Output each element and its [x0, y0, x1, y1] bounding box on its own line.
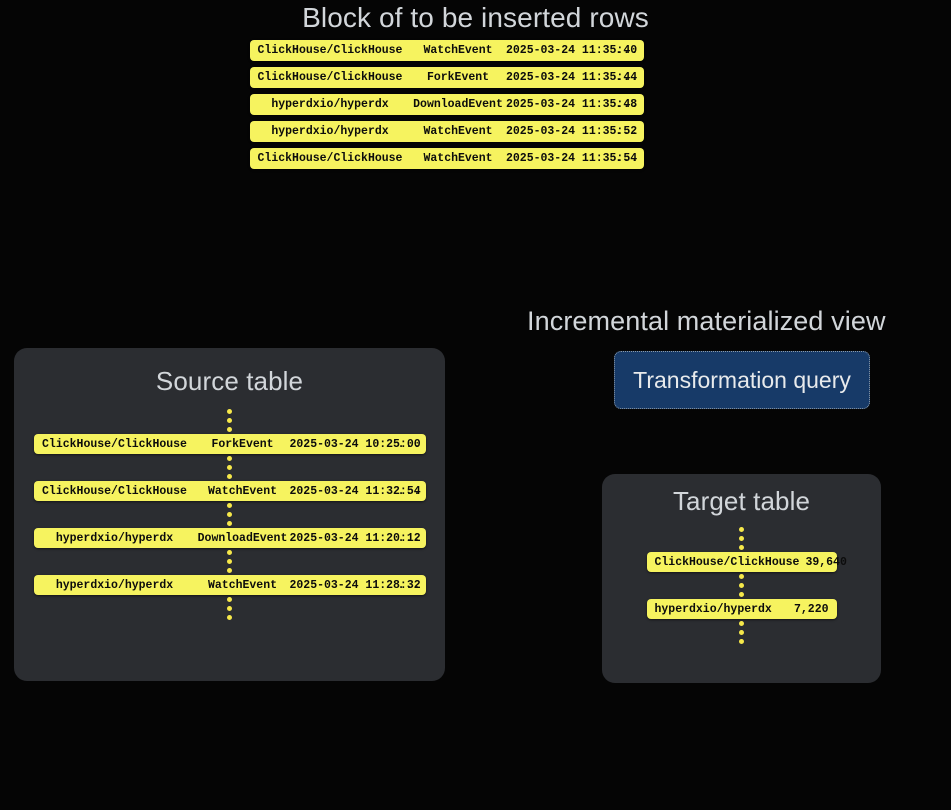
dot — [739, 621, 744, 626]
block-title: Block of to be inserted rows — [302, 2, 649, 33]
table-row: ClickHouse/ClickHouse WatchEvent 2025-03-2… — [250, 40, 644, 61]
row-repo: ClickHouse/ClickHouse — [654, 555, 800, 569]
row-event: DownloadEvent — [197, 531, 288, 545]
dot — [227, 418, 232, 423]
row-more: ... — [397, 531, 422, 545]
row-ellipsis-dots — [739, 572, 744, 599]
dot — [739, 574, 744, 579]
dot — [739, 536, 744, 541]
row-timestamp: 2025-03-24 11:35:54 — [506, 152, 638, 165]
row-event: WatchEvent — [207, 484, 277, 498]
row-ellipsis-dots — [227, 407, 232, 434]
row-ellipsis-dots — [739, 619, 744, 646]
table-row: ClickHouse/ClickHouse 39,640 — [646, 552, 847, 572]
row-more: ... — [397, 437, 422, 451]
row-count: 7,220 — [793, 602, 829, 616]
dot — [227, 456, 232, 461]
row-repo: ClickHouse/ClickHouse — [257, 71, 403, 84]
row-more: ... — [615, 125, 639, 138]
row-more: ... — [615, 98, 639, 111]
target-table-panel: Target table ClickHouse/ClickHouse 39,640… — [602, 474, 881, 683]
dot — [227, 559, 232, 564]
dot — [739, 630, 744, 635]
source-table-title: Source table — [155, 366, 304, 396]
row-timestamp: 2025-03-24 11:35:44 — [506, 71, 638, 84]
row-ellipsis-dots — [227, 548, 232, 575]
row-more: ... — [397, 484, 422, 498]
dot — [227, 474, 232, 479]
row-repo: ClickHouse/ClickHouse — [42, 437, 187, 451]
transformation-query-box[interactable]: Transformation query — [614, 351, 870, 409]
row-more: ... — [615, 152, 639, 165]
target-table-rows: ClickHouse/ClickHouse 39,640 hyperdxio/hyp… — [602, 525, 881, 646]
row-timestamp: 2025-03-24 11:20:12 — [289, 531, 421, 545]
table-row: ClickHouse/ClickHouse ForkEvent 2025-03-24… — [33, 434, 426, 454]
row-ellipsis-dots — [739, 525, 744, 552]
row-more: ... — [615, 71, 639, 84]
row-ellipsis-dots — [227, 501, 232, 528]
row-event: WatchEvent — [423, 152, 493, 165]
dot — [227, 503, 232, 508]
row-timestamp: 2025-03-24 11:28:32 — [289, 578, 421, 592]
target-table-title: Target table — [672, 486, 811, 516]
dot — [227, 427, 232, 432]
source-table-panel: Source table ClickHouse/ClickHouse ForkEv… — [14, 348, 445, 681]
row-ellipsis-dots — [227, 454, 232, 481]
dot — [739, 592, 744, 597]
dot — [227, 568, 232, 573]
row-timestamp: 2025-03-24 10:25:00 — [289, 437, 421, 451]
row-event: WatchEvent — [207, 578, 277, 592]
row-timestamp: 2025-03-24 11:35:48 — [506, 98, 638, 111]
dot — [227, 597, 232, 602]
dot — [227, 521, 232, 526]
materialized-view-title: Incremental materialized view — [527, 306, 886, 336]
row-repo: ClickHouse/ClickHouse — [257, 44, 403, 57]
row-more: ... — [397, 578, 422, 592]
dot — [739, 527, 744, 532]
table-row: hyperdxio/hyperdx 7,220 — [646, 599, 837, 619]
row-ellipsis-dots — [227, 595, 232, 622]
table-row: ClickHouse/ClickHouse ForkEvent 2025-03-24… — [250, 67, 644, 88]
row-repo: hyperdxio/hyperdx — [271, 125, 389, 138]
row-more: ... — [615, 44, 639, 57]
table-row: ClickHouse/ClickHouse WatchEvent 2025-03-2… — [33, 481, 426, 501]
table-row: ClickHouse/ClickHouse WatchEvent 2025-03-2… — [250, 148, 644, 169]
row-count: 39,640 — [805, 555, 847, 569]
dot — [227, 409, 232, 414]
row-event: WatchEvent — [423, 44, 493, 57]
dot — [227, 606, 232, 611]
transformation-query-label: Transformation query — [633, 366, 851, 393]
dot — [227, 465, 232, 470]
row-event: ForkEvent — [211, 437, 274, 451]
row-timestamp: 2025-03-24 11:32:54 — [289, 484, 421, 498]
row-timestamp: 2025-03-24 11:35:52 — [506, 125, 638, 138]
dot — [227, 615, 232, 620]
row-repo: hyperdxio/hyperdx — [55, 578, 174, 592]
row-repo: hyperdxio/hyperdx — [271, 98, 389, 111]
source-table-rows: ClickHouse/ClickHouse ForkEvent 2025-03-24… — [14, 407, 445, 622]
row-timestamp: 2025-03-24 11:35:40 — [506, 44, 638, 57]
row-event: WatchEvent — [423, 125, 493, 138]
row-event: DownloadEvent — [413, 98, 503, 111]
dot — [739, 639, 744, 644]
row-repo: ClickHouse/ClickHouse — [42, 484, 187, 498]
dot — [227, 550, 232, 555]
row-repo: ClickHouse/ClickHouse — [257, 152, 403, 165]
row-repo: hyperdxio/hyperdx — [654, 602, 772, 616]
table-row: hyperdxio/hyperdx WatchEvent 2025-03-24 11… — [33, 575, 426, 595]
dot — [227, 512, 232, 517]
table-row: hyperdxio/hyperdx WatchEvent 2025-03-24 11… — [250, 121, 644, 142]
dot — [739, 545, 744, 550]
dot — [739, 583, 744, 588]
row-repo: hyperdxio/hyperdx — [55, 531, 174, 545]
row-event: ForkEvent — [426, 71, 490, 84]
